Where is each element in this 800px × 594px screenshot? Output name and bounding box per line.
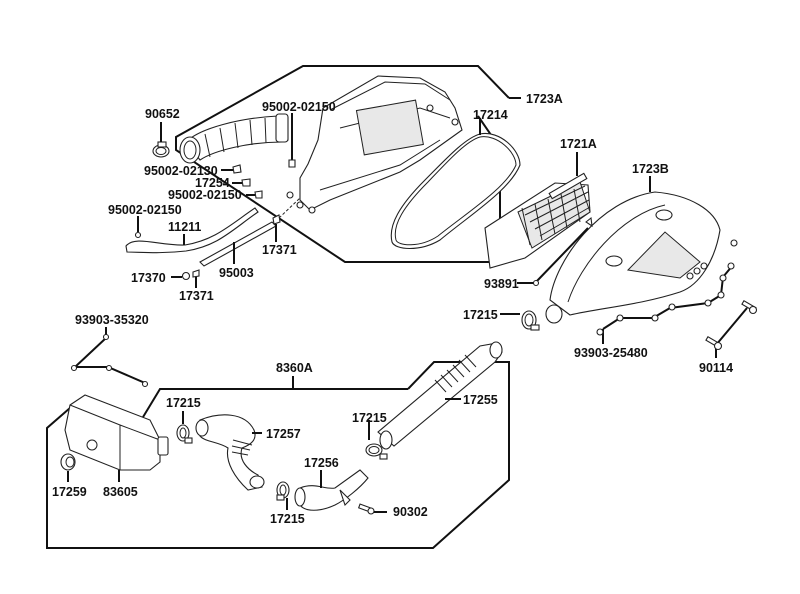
intake-snorkel — [179, 113, 289, 164]
label-95002-02150-left: 95002-02150 — [108, 203, 182, 217]
air-cleaner-case — [286, 75, 463, 214]
label-17371-right: 17371 — [262, 243, 297, 257]
tube-11211 — [125, 207, 259, 254]
label-11211: 11211 — [168, 220, 202, 234]
label-90652: 90652 — [145, 107, 180, 121]
label-17215-right: 17215 — [463, 308, 498, 322]
label-93903-25480: 93903-25480 — [574, 346, 648, 360]
label-1723A: 1723A — [526, 92, 563, 106]
label-17256: 17256 — [304, 456, 339, 470]
label-8360A: 8360A — [276, 361, 313, 375]
seal-17214 — [390, 133, 521, 250]
duct-17257 — [195, 414, 265, 491]
element-1721A — [484, 172, 591, 269]
label-95002-02150-mid: 95002-02150 — [168, 188, 242, 202]
label-93903-35320: 93903-35320 — [75, 313, 149, 327]
label-17214: 17214 — [473, 108, 508, 122]
label-95003: 95003 — [219, 266, 254, 280]
label-17215-b: 17215 — [352, 411, 387, 425]
label-17259: 17259 — [52, 485, 87, 499]
screws-93903-25480 — [596, 239, 738, 336]
bolts-90114 — [705, 300, 758, 351]
clamp-90652 — [152, 141, 170, 158]
label-17255: 17255 — [463, 393, 498, 407]
clamp-17215-a — [176, 424, 193, 444]
label-90114: 90114 — [699, 361, 734, 375]
label-17254: 17254 — [195, 176, 230, 190]
label-93891: 93891 — [484, 277, 519, 291]
duct-17255 — [377, 341, 503, 450]
label-17215-a: 17215 — [166, 396, 201, 410]
label-17370: 17370 — [131, 271, 166, 285]
clamp-17215-b — [365, 443, 388, 460]
bolt-90302 — [357, 503, 375, 515]
resonator-box-83605 — [64, 394, 169, 471]
screws-93903-35320 — [70, 333, 149, 388]
duct-17256 — [294, 469, 369, 511]
label-17371-bottom: 17371 — [179, 289, 214, 303]
label-90302: 90302 — [393, 505, 428, 519]
clamp-17215-c — [276, 481, 290, 501]
label-95002-02130: 95002-02130 — [144, 164, 218, 178]
cap-17259 — [60, 453, 76, 471]
clamp-17215-right — [521, 310, 540, 331]
label-1723B: 1723B — [632, 162, 669, 176]
label-83605: 83605 — [103, 485, 138, 499]
cover-1723B — [545, 191, 721, 324]
label-95002-02150-top: 95002-02150 — [262, 100, 336, 114]
label-17257: 17257 — [266, 427, 301, 441]
label-1721A: 1721A — [560, 137, 597, 151]
label-17215-c: 17215 — [270, 512, 305, 526]
